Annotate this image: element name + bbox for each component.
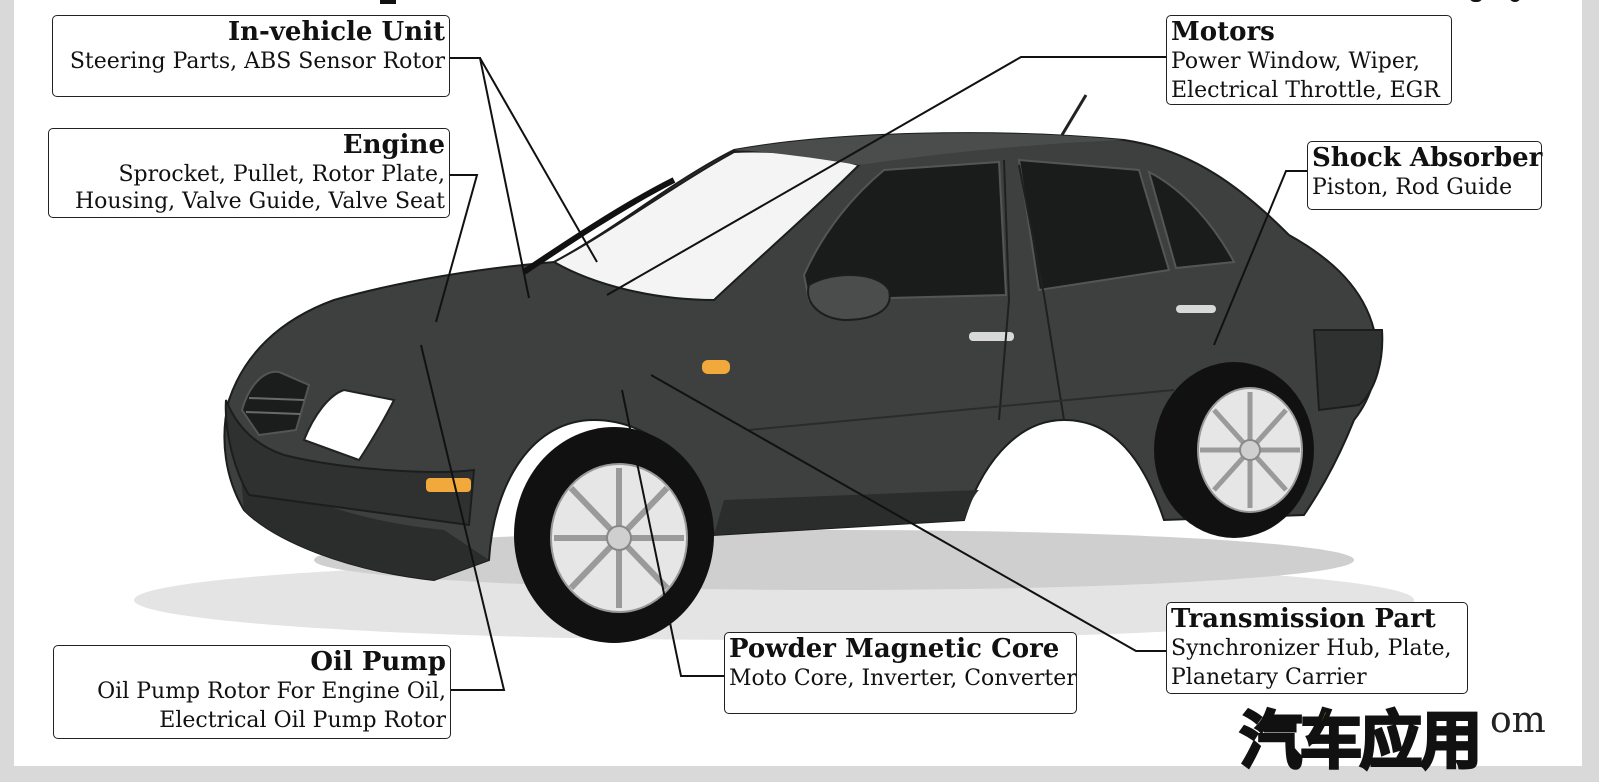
roof [734, 133, 1124, 165]
grille [240, 370, 311, 437]
callout-title: Transmission Part [1171, 604, 1436, 634]
callout-desc-line: Electrical Oil Pump Rotor [159, 708, 446, 733]
watermark-tail-text: om [1490, 700, 1546, 741]
front-side-window [802, 160, 1008, 302]
callout-motors: Motors Power Window, Wiper, Electrical T… [1166, 15, 1452, 105]
callout-desc-line: Electrical Throttle, EGR [1171, 78, 1440, 103]
rocker-panel [714, 490, 979, 535]
rear-door-handle [1176, 305, 1216, 313]
front-bumper [224, 399, 476, 527]
callout-desc-line: Planetary Carrier [1171, 665, 1367, 690]
callout-desc-line: Steering Parts, ABS Sensor Rotor [69, 49, 445, 74]
leader-powder [621, 389, 738, 677]
callout-title: Powder Magnetic Core [729, 634, 1060, 664]
callout-title: Engine [342, 130, 445, 160]
rear-bumper [1312, 329, 1384, 412]
side-mirror [807, 274, 891, 322]
callout-desc-line: Synchronizer Hub, Plate, [1171, 636, 1452, 661]
quarter-window [1147, 170, 1236, 270]
callout-powder-magnetic-core: Powder Magnetic Core Moto Core, Inverter… [724, 632, 1077, 714]
callout-desc-line: Sprocket, Pullet, Rotor Plate, [118, 162, 445, 187]
headlight [302, 388, 396, 462]
leader-engine [435, 174, 479, 323]
callout-shock-absorber: Shock Absorber Piston, Rod Guide [1307, 141, 1542, 210]
callout-title: Oil Pump [310, 647, 446, 677]
leader-lines [420, 56, 1322, 691]
windshield [551, 150, 861, 302]
car-illustration [134, 56, 1414, 691]
callout-desc-line: Power Window, Wiper, [1171, 49, 1420, 74]
body-lower [239, 455, 489, 580]
callout-in-vehicle-unit: In-vehicle Unit Steering Parts, ABS Sens… [52, 15, 450, 97]
front-turn-signal [426, 478, 471, 492]
leader-motors [606, 56, 1180, 296]
callout-title: Motors [1171, 17, 1275, 47]
leader-invehicle-b [450, 57, 598, 263]
antenna [1060, 94, 1088, 136]
callout-desc-line: Moto Core, Inverter, Converter [729, 666, 1077, 691]
side-marker [702, 360, 730, 374]
wiper [522, 177, 676, 275]
watermark-logo: 汽车应用 [1238, 703, 1483, 779]
callout-desc-line: Piston, Rod Guide [1312, 175, 1513, 200]
diagram-canvas: In-vehicle Unit Steering Parts, ABS Sens… [14, 0, 1582, 766]
leader-invehicle-a [450, 57, 530, 299]
callout-engine: Engine Sprocket, Pullet, Rotor Plate, Ho… [48, 128, 450, 218]
rear-side-window [1017, 158, 1171, 292]
callout-desc-line: Housing, Valve Guide, Valve Seat [74, 189, 445, 214]
callout-oil-pump: Oil Pump Oil Pump Rotor For Engine Oil, … [53, 645, 451, 739]
leader-oilpump [420, 344, 506, 691]
callout-title: In-vehicle Unit [227, 17, 445, 47]
cropped-title-remnant [14, 0, 1582, 6]
front-door-handle [969, 332, 1014, 341]
callout-title: Shock Absorber [1312, 143, 1543, 173]
callout-desc-line: Oil Pump Rotor For Engine Oil, [97, 679, 446, 704]
leader-transmission [650, 374, 1180, 652]
callout-transmission-part: Transmission Part Synchronizer Hub, Plat… [1166, 602, 1468, 694]
